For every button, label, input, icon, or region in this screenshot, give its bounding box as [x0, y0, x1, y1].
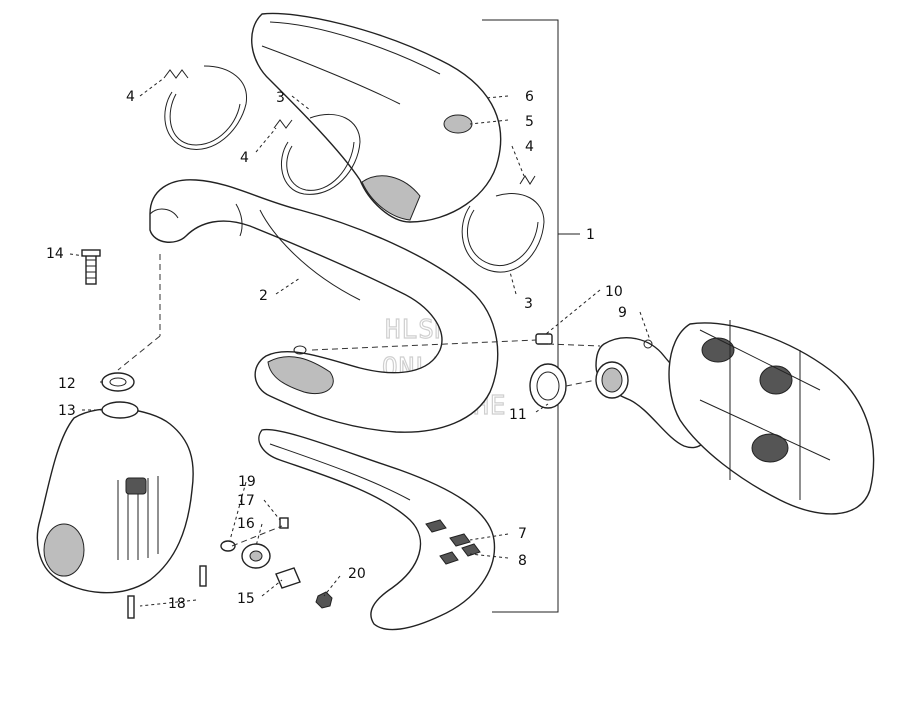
bushing-part-15: [275, 567, 301, 589]
stud-part-18-a: [127, 595, 135, 619]
callout-20: 20: [348, 566, 366, 582]
callout-6: 6: [525, 89, 534, 105]
callout-15: 15: [237, 591, 255, 607]
callout-7: 7: [518, 526, 527, 542]
callout-13: 13: [58, 403, 76, 419]
callout-12: 12: [58, 376, 76, 392]
callout-9: 9: [618, 305, 627, 321]
clamp-ring-part-3-b: [280, 113, 361, 195]
callout-1: 1: [586, 227, 595, 243]
callout-16: 16: [237, 516, 255, 532]
gasket-part-12: [101, 372, 135, 392]
callout-8: 8: [518, 553, 527, 569]
callout-5: 5: [525, 114, 534, 130]
callout-4-right: 4: [525, 139, 534, 155]
grommet-part-16: [241, 543, 271, 569]
spring-part-4-mid: [273, 119, 293, 129]
gasket-ring-part-11: [529, 363, 567, 409]
spring-part-4-right: [519, 175, 536, 185]
callout-19: 19: [238, 474, 256, 490]
clamp-ring-part-3-c: [461, 193, 545, 273]
callout-10: 10: [605, 284, 623, 300]
callout-18: 18: [168, 596, 186, 612]
nut-part-20: [315, 591, 333, 609]
callout-14: 14: [46, 246, 64, 262]
engine-block: [668, 320, 875, 515]
bolt-part-14: [81, 249, 101, 285]
spring-part-4-top: [163, 69, 189, 79]
canister-cover-part-6: [251, 12, 502, 223]
callout-2: 2: [259, 288, 268, 304]
callout-3-top: 3: [276, 90, 285, 106]
heat-shield-part-7: [258, 428, 496, 631]
exhaust-pipe-part-2: [149, 179, 499, 433]
clamp-ring-part-3-a: [164, 65, 247, 150]
leader-lines: [69, 77, 651, 607]
muffler-part-13: [36, 401, 194, 594]
assembly-bracket: [482, 19, 580, 613]
callout-labels: 1 2 3 3 4 4 4 5 6 7 8 9 10 11 12 13 14 1…: [46, 89, 627, 612]
connection-lines: [117, 254, 601, 547]
fitting-part-10: [535, 333, 553, 345]
callout-3-bottom: 3: [524, 296, 533, 312]
screw-part-17: [279, 517, 289, 529]
callout-11: 11: [509, 407, 527, 423]
stud-part-18-b: [199, 565, 207, 587]
callout-4-left: 4: [126, 89, 135, 105]
callout-17: 17: [237, 493, 255, 509]
callout-4-mid: 4: [240, 150, 249, 166]
washer-part-19: [220, 540, 236, 552]
